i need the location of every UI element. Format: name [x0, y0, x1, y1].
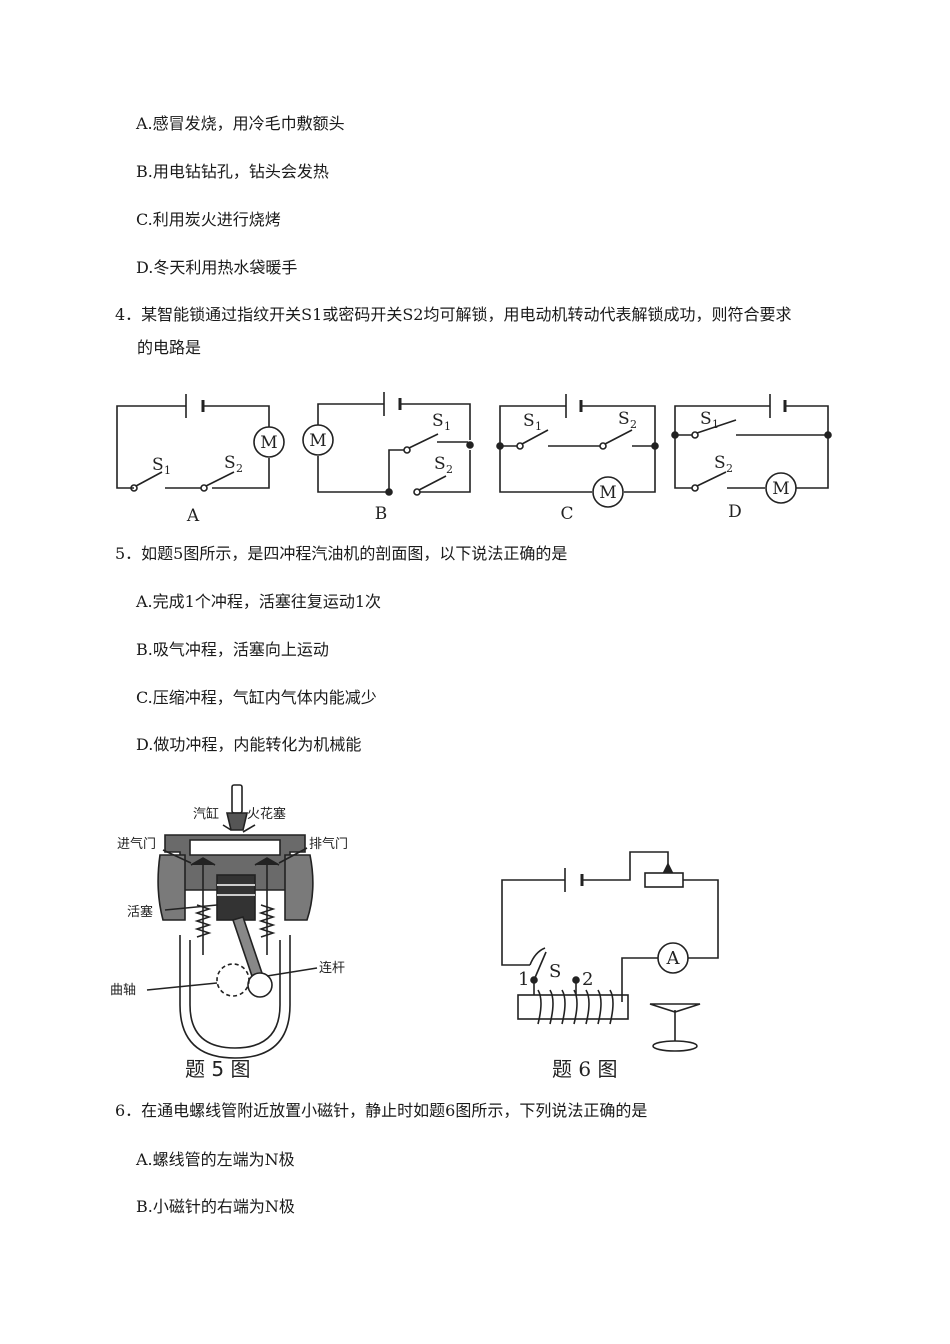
label-exhaust-valve: 排气门 — [309, 836, 348, 852]
label-connecting-rod: 连杆 — [319, 960, 345, 976]
motor-label: M — [309, 431, 326, 451]
switch-s2-label: S — [618, 409, 630, 429]
label-spark-plug: 火花塞 — [247, 806, 286, 822]
terminal-1-label: 1 — [518, 969, 529, 990]
q5-option-b: B.吸气冲程，活塞向上运动 — [136, 640, 329, 659]
circuit-c-label: C — [560, 504, 573, 524]
switch-s2-subscript: 2 — [726, 462, 733, 475]
ammeter-label: A — [666, 948, 681, 969]
switch-s2-subscript: 2 — [630, 418, 637, 431]
q5-stem: 5．如题5图所示，是四冲程汽油机的剖面图，以下说法正确的是 — [115, 544, 568, 563]
label-piston: 活塞 — [127, 904, 153, 920]
motor-label: M — [260, 433, 277, 453]
switch-s1-label: S — [523, 411, 535, 431]
switch-s2-subscript: 2 — [236, 462, 243, 475]
switch-s1-subscript: 1 — [164, 464, 171, 477]
figure-5-caption: 题 5 图 — [185, 1057, 250, 1081]
switch-s1-label: S — [152, 455, 164, 475]
motor-icon — [253, 426, 285, 458]
q3-option-d: D.冬天利用热水袋暖手 — [136, 258, 298, 277]
q5-option-d: D.做功冲程，内能转化为机械能 — [136, 735, 362, 754]
q6-stem: 6．在通电螺线管附近放置小磁针，静止时如题6图所示，下列说法正确的是 — [115, 1101, 648, 1120]
circuit-d-label: D — [728, 502, 742, 522]
q6-option-a: A.螺线管的左端为N极 — [136, 1150, 295, 1169]
figure-6-solenoid-circuit: A S 1 2 题 6 图 — [501, 851, 719, 1081]
circuit-a-label: A — [186, 506, 200, 526]
q3-option-b: B.用电钻钻孔，钻头会发热 — [136, 162, 329, 181]
circuit-a — [116, 394, 285, 492]
switch-s1-subscript: 1 — [444, 420, 451, 433]
motor-label: M — [772, 479, 789, 499]
switch-s2-label: S — [434, 454, 446, 474]
switch-s1-subscript: 1 — [535, 420, 542, 433]
q4-circuit-diagrams: M M M M S 1 S 2 S 1 S 2 S 1 S 2 S 1 S 2 … — [116, 392, 832, 526]
switch-s1-subscript: 1 — [712, 418, 719, 431]
circuit-b — [302, 392, 474, 496]
terminal-2-label: 2 — [582, 969, 593, 990]
figure-6-caption: 题 6 图 — [552, 1057, 617, 1081]
switch-s2-label: S — [224, 453, 236, 473]
switch-s2-label: S — [714, 453, 726, 473]
q6-option-b: B.小磁针的右端为N极 — [136, 1197, 295, 1216]
q5-option-a: A.完成1个冲程，活塞往复运动1次 — [136, 592, 382, 611]
switch-label: S — [549, 961, 561, 982]
motor-icon — [765, 472, 797, 504]
motor-icon — [302, 424, 334, 456]
circuit-b-label: B — [375, 504, 388, 524]
q4-stem-line1: 4．某智能锁通过指纹开关S1或密码开关S2均可解锁，用电动机转动代表解锁成功，则… — [115, 305, 792, 324]
motor-label: M — [599, 483, 616, 503]
switch-s2-subscript: 2 — [446, 463, 453, 476]
motor-icon — [592, 476, 624, 508]
label-intake-valve: 进气门 — [117, 836, 156, 852]
circuit-d — [671, 394, 832, 504]
q4-stem-line2: 的电路是 — [137, 338, 202, 357]
label-crankshaft: 曲轴 — [110, 983, 136, 998]
circuit-c — [496, 394, 659, 508]
q3-option-c: C.利用炭火进行烧烤 — [136, 210, 281, 229]
switch-s1-label: S — [432, 411, 444, 431]
figure-5-engine: 汽缸 火花塞 进气门 排气门 活塞 连杆 曲轴 题 5 图 — [110, 784, 348, 1081]
switch-s1-label: S — [700, 409, 712, 429]
q5-option-c: C.压缩冲程，气缸内气体内能减少 — [136, 688, 377, 707]
q3-option-a: A.感冒发烧，用冷毛巾敷额头 — [136, 114, 345, 133]
label-cylinder: 汽缸 — [193, 806, 219, 822]
